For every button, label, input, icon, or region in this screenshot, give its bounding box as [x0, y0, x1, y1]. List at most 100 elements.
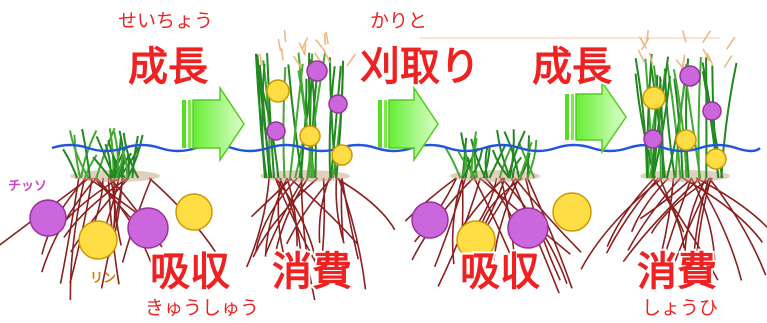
seed-head: [680, 57, 686, 71]
root-strand: [255, 177, 298, 252]
grass-blade: [491, 149, 510, 179]
grass-blade: [117, 146, 140, 179]
root-strand: [337, 177, 367, 290]
phosphorus-particle: [705, 148, 727, 170]
nitrogen-particle: [127, 207, 169, 249]
grass-blade: [503, 131, 520, 179]
root-strand: [264, 177, 288, 257]
grass-blade: [335, 60, 345, 179]
phosphorus-particle: [78, 220, 118, 260]
phosphorus-particle: [331, 144, 353, 166]
root-strand: [113, 177, 122, 246]
seed-head: [259, 53, 263, 66]
seed-head: [325, 31, 329, 45]
nitrogen-particle: [507, 207, 549, 249]
seed-head: [701, 30, 712, 44]
absorption-label-1: 吸収: [150, 249, 230, 295]
root-strand: [653, 177, 675, 282]
grass-blade: [126, 134, 144, 179]
nitrogen-label: チッソ: [8, 179, 47, 194]
nitrogen-particle: [411, 201, 449, 239]
grass-blade: [672, 69, 688, 179]
seed-head: [648, 52, 654, 65]
absorption-reading: きゅうしゅう: [145, 297, 259, 319]
nitrogen-particle: [643, 129, 663, 149]
phosphorus-particle: [175, 193, 213, 231]
root-strand: [514, 177, 582, 253]
seed-head: [702, 48, 711, 62]
root-strand: [59, 177, 80, 284]
seed-head: [283, 29, 287, 43]
grass-blade: [84, 154, 98, 179]
grass-blade: [651, 74, 659, 179]
root-strand: [286, 177, 298, 247]
root-strand: [277, 177, 286, 261]
grass-blade: [328, 66, 336, 179]
seed-head: [280, 48, 284, 61]
grass-blade: [330, 65, 342, 179]
nitrogen-particle: [328, 94, 348, 114]
grass-blade: [507, 130, 526, 179]
seed-head: [645, 30, 650, 43]
grass-blade: [289, 63, 304, 179]
root-strand: [264, 177, 305, 255]
seed-head: [681, 30, 687, 43]
grass-blade: [457, 151, 477, 179]
phosphorus-particle: [552, 192, 592, 232]
seed-head: [637, 49, 645, 63]
nutrients-layer: [29, 60, 727, 260]
grass-blade: [444, 146, 462, 179]
grass-blade: [287, 64, 303, 179]
seed-head: [303, 43, 307, 56]
grass-blade: [73, 134, 82, 179]
nitrogen-particle: [266, 121, 286, 141]
grass-blade: [652, 76, 671, 179]
root-strand: [606, 177, 655, 248]
root-strand: [69, 177, 86, 301]
root-strand: [318, 177, 330, 244]
seed-head: [726, 36, 736, 50]
seed-head: [315, 39, 326, 53]
root-strand: [63, 177, 129, 238]
arrow-harvest: [378, 85, 439, 163]
absorption-label-2: 吸収: [460, 249, 540, 295]
root-strand: [245, 177, 270, 268]
root-strand: [321, 177, 326, 255]
grass-blade: [659, 76, 665, 179]
growth-label-1: 成長: [128, 44, 209, 90]
seed-head: [277, 38, 282, 52]
root-strand: [341, 177, 360, 260]
growth-label-2: 成長: [532, 44, 613, 90]
seed-head: [301, 37, 309, 50]
grass-blade: [482, 145, 491, 179]
root-strand: [274, 177, 328, 284]
grass-blade: [473, 138, 478, 179]
root-strand: [274, 177, 309, 254]
root-mat: [260, 170, 350, 182]
cut-stubs-layer: [259, 29, 736, 73]
grass-blade: [62, 148, 78, 179]
root-strand: [630, 177, 669, 233]
grass-blade: [518, 141, 533, 179]
seed-head: [706, 52, 714, 66]
harvest-reading: かりと: [370, 10, 427, 32]
grass-blade: [484, 146, 489, 179]
phosphorus-particle: [456, 220, 496, 260]
root-strand: [300, 177, 316, 301]
root-strand: [682, 177, 764, 243]
grass-blade: [470, 131, 478, 179]
seed-head: [323, 50, 331, 64]
root-strand: [335, 177, 345, 244]
grass-layer: [62, 52, 738, 179]
grass-blade: [646, 54, 653, 179]
grass-blade: [256, 54, 273, 179]
grass-blade: [111, 154, 117, 179]
grass-blade: [121, 150, 129, 179]
root-strand: [605, 177, 660, 254]
arrow-growth-2: [565, 79, 627, 155]
grass-blade: [81, 128, 91, 179]
seed-head: [323, 33, 327, 46]
root-strand: [433, 177, 467, 268]
root-strand: [473, 177, 518, 271]
